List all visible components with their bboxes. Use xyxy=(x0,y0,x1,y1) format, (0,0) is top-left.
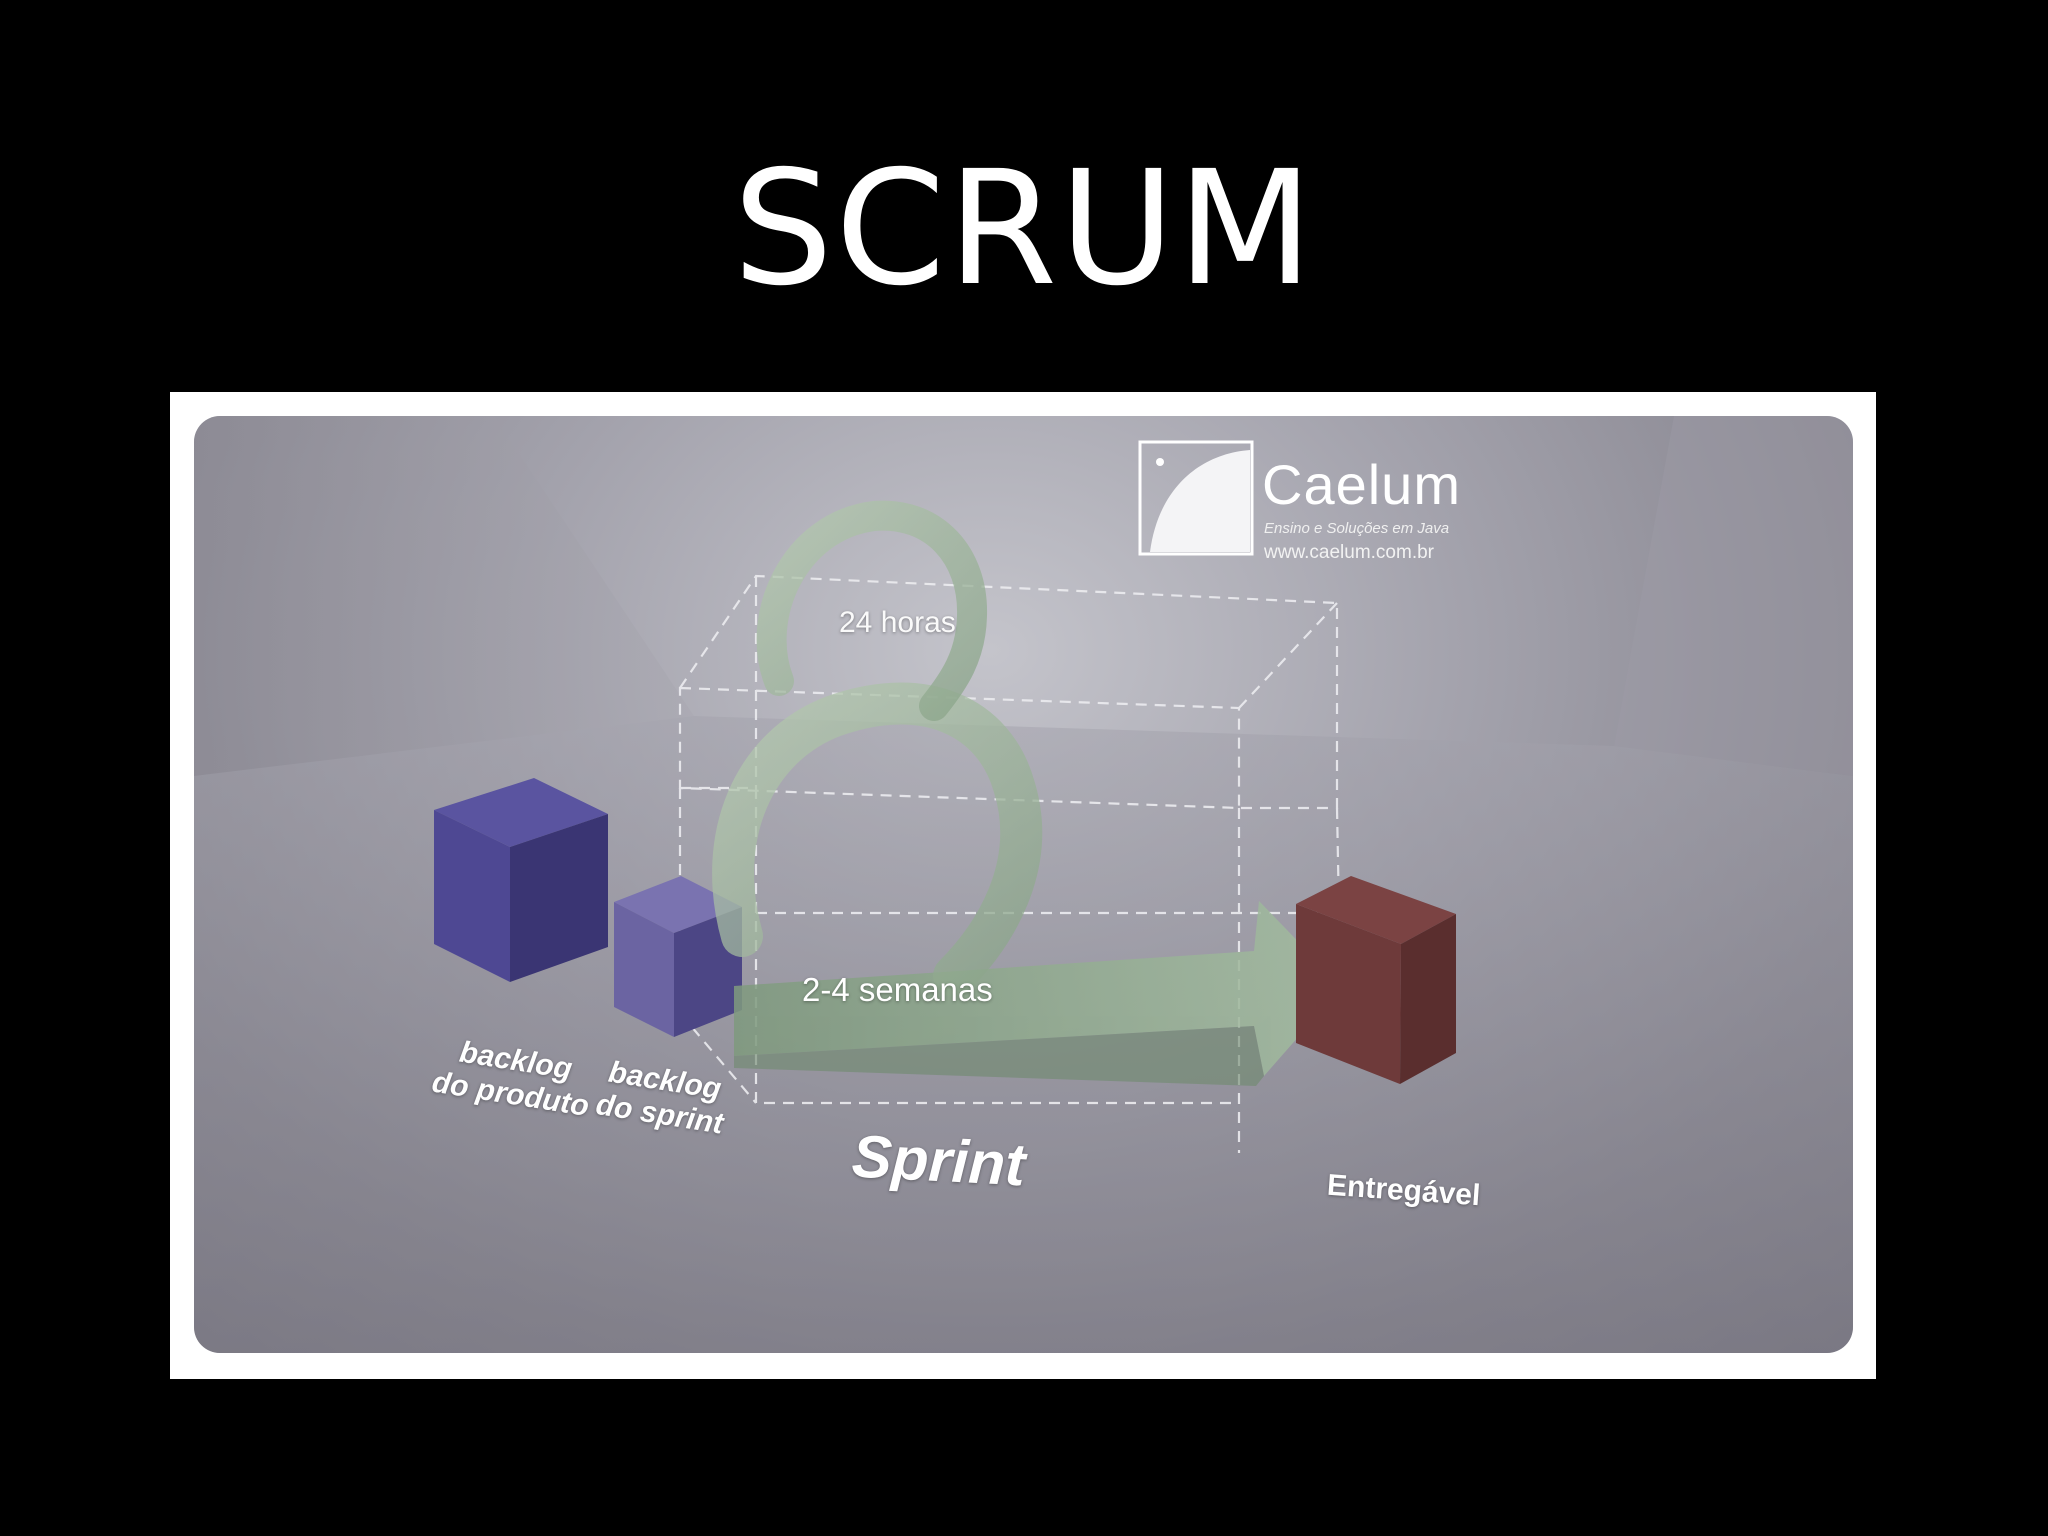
logo-url: www.caelum.com.br xyxy=(1264,542,1434,563)
sprint-label: Sprint xyxy=(850,1122,1027,1199)
sprint-length-label: 2-4 semanas xyxy=(802,971,993,1008)
deliverable-cube xyxy=(1296,876,1456,1084)
scrum-diagram-scene: 24 horas 2-4 semanas Sprint Entregável b… xyxy=(194,416,1853,1353)
sprint-backlog-cube xyxy=(614,876,742,1037)
product-backlog-cube xyxy=(434,778,608,982)
right-wall xyxy=(1614,416,1853,776)
left-wall xyxy=(194,416,694,776)
sprint-arrow xyxy=(734,901,1342,1086)
image-frame: 24 horas 2-4 semanas Sprint Entregável b… xyxy=(170,392,1876,1379)
slide-title: SCRUM xyxy=(732,137,1316,321)
logo-tagline: Ensino e Soluções em Java xyxy=(1264,520,1450,537)
daily-loop xyxy=(756,500,988,721)
scene-artwork xyxy=(194,416,1853,1353)
logo-name: Caelum xyxy=(1262,453,1461,516)
daily-label: 24 horas xyxy=(839,606,956,639)
caelum-logo-icon xyxy=(1138,440,1254,556)
